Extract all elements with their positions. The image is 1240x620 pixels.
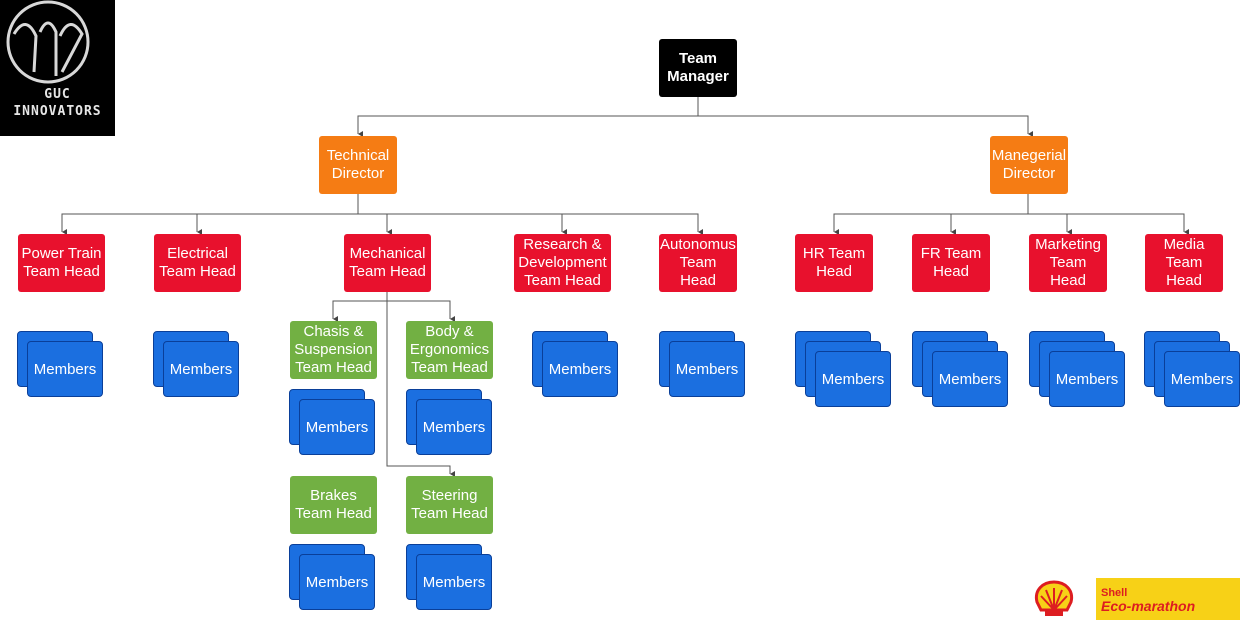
members-card: Members [1049, 351, 1125, 407]
fr-head-box: FR Team Head [912, 234, 990, 292]
members-card: Members [416, 554, 492, 610]
eco-marathon-text: Eco-marathon [1101, 598, 1196, 614]
mechanical-head-box: Mechanical Team Head [344, 234, 431, 292]
members-card: Members [299, 554, 375, 610]
logo-emblem-icon [6, 0, 90, 84]
power-train-head-box: Power Train Team Head [18, 234, 105, 292]
members-card: Members [299, 399, 375, 455]
autonomus-head-box: Autonomus Team Head [659, 234, 737, 292]
hr-head-box: HR Team Head [795, 234, 873, 292]
guc-innovators-logo: GUC INNOVATORS [0, 0, 115, 136]
members-card: Members [1164, 351, 1240, 407]
brakes-head-box: Brakes Team Head [290, 476, 377, 534]
team-manager-box: Team Manager [659, 39, 737, 97]
marketing-head-box: Marketing Team Head [1029, 234, 1107, 292]
members-card: Members [932, 351, 1008, 407]
body-ergonomics-head-box: Body & Ergonomics Team Head [406, 321, 493, 379]
members-card: Members [163, 341, 239, 397]
shell-eco-marathon-banner [1096, 578, 1240, 620]
chasis-suspension-head-box: Chasis & Suspension Team Head [290, 321, 377, 379]
managerial-director-box: Manegerial Director [990, 136, 1068, 194]
media-head-box: Media Team Head [1145, 234, 1223, 292]
technical-director-box: Technical Director [319, 136, 397, 194]
members-card: Members [542, 341, 618, 397]
research-development-head-box: Research & Development Team Head [514, 234, 611, 292]
members-card: Members [815, 351, 891, 407]
electrical-head-box: Electrical Team Head [154, 234, 241, 292]
members-card: Members [416, 399, 492, 455]
members-card: Members [669, 341, 745, 397]
steering-head-box: Steering Team Head [406, 476, 493, 534]
logo-text: GUC INNOVATORS [13, 87, 102, 119]
shell-brand-text: Shell [1101, 587, 1128, 599]
shell-logo-icon [1034, 580, 1074, 616]
members-card: Members [27, 341, 103, 397]
